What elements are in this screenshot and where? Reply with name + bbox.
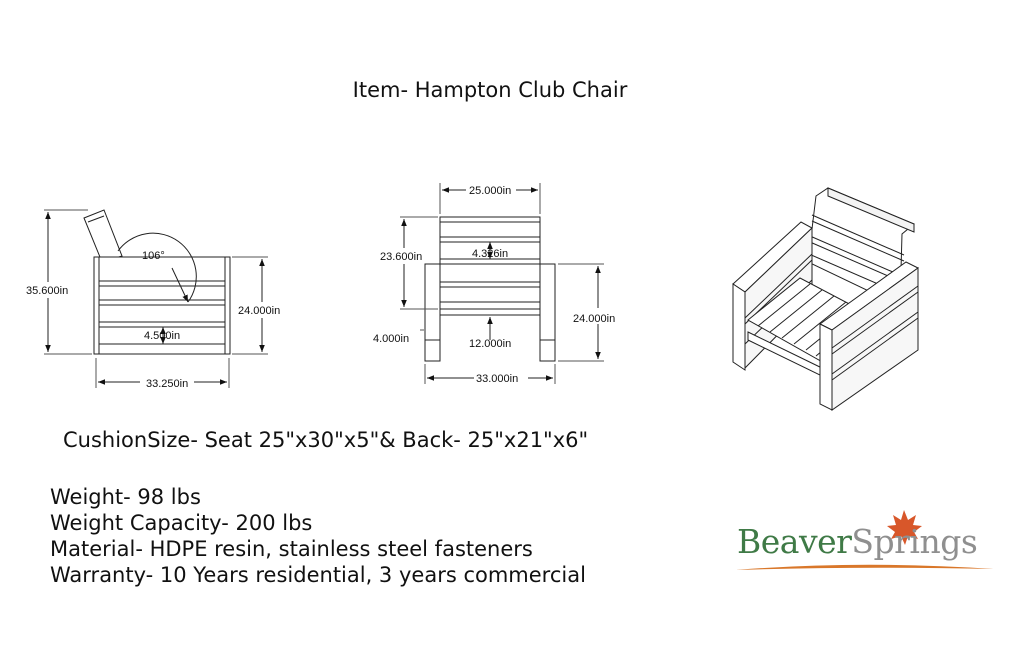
isometric-view (732, 187, 919, 411)
front-back-width-label: 25.000in (469, 185, 511, 197)
side-angle-label: 106° (142, 250, 165, 262)
cushion-size: CushionSize- Seat 25"x30"x5"& Back- 25"x… (63, 428, 589, 452)
spec-material: Material- HDPE resin, stainless steel fa… (50, 537, 533, 561)
side-total-height-label: 35.600in (26, 285, 68, 297)
logo-text-springs: Springs (851, 522, 978, 561)
spec-list: Weight- 98 lbs Weight Capacity- 200 lbs … (50, 484, 586, 588)
maple-leaf-icon (887, 510, 922, 545)
spec-weight: Weight- 98 lbs (50, 485, 201, 509)
spec-capacity: Weight Capacity- 200 lbs (50, 511, 313, 535)
side-slat-gap-label: 4.500in (144, 330, 180, 342)
beaver-springs-logo: BeaverSprings (733, 512, 998, 582)
page-title: Item- Hampton Club Chair (352, 78, 628, 102)
front-leg-height-label: 4.000in (373, 333, 409, 345)
front-slat-spacing-label: 4.326in (472, 248, 508, 260)
side-view (44, 209, 268, 388)
front-view (400, 183, 604, 384)
spec-warranty: Warranty- 10 Years residential, 3 years … (50, 563, 586, 587)
front-overall-width-label: 33.000in (476, 373, 518, 385)
front-seat-height-label: 12.000in (469, 338, 511, 350)
front-back-height-label: 23.600in (380, 251, 422, 263)
front-arm-height-label: 24.000in (573, 313, 615, 325)
logo-text-beaver: Beaver (737, 522, 852, 561)
logo-graphic (736, 510, 994, 570)
side-arm-height-label: 24.000in (238, 305, 280, 317)
logo-text: BeaverSprings (737, 522, 978, 561)
side-depth-label: 33.250in (146, 378, 188, 390)
